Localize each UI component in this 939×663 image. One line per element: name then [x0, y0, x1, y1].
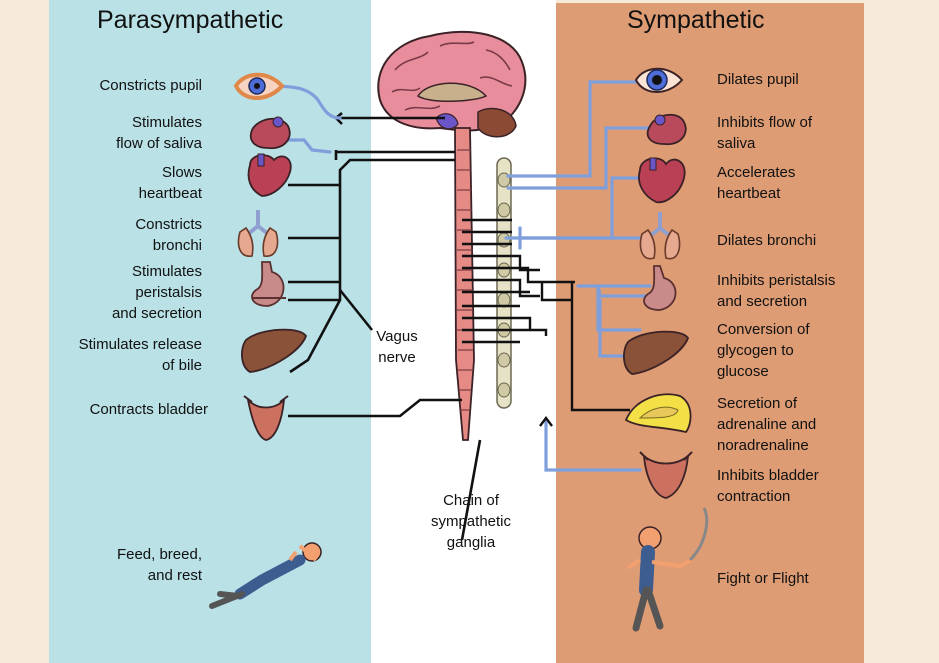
- salivary-gland-icon: [646, 113, 687, 146]
- symp-state-label: Fight or Flight: [717, 570, 809, 587]
- lungs-icon: [639, 212, 681, 260]
- sympathetic-chain-icon: [496, 157, 512, 409]
- eye-icon: [233, 72, 285, 100]
- heart-icon: [638, 157, 686, 204]
- sympathetic-preganglionic-nerves: [462, 218, 630, 412]
- liver-icon: [623, 330, 689, 375]
- fighting-person-icon: [626, 507, 709, 632]
- sympathetic-ganglia-label: Chain of sympathetic ganglia: [430, 492, 512, 551]
- adrenal-gland-icon: [624, 393, 692, 434]
- relaxed-person-icon: [209, 542, 322, 609]
- spinal-cord-icon: [454, 127, 475, 441]
- para-label-pupil: Constricts pupil: [99, 77, 202, 94]
- bladder-icon: [243, 395, 289, 441]
- sympathetic-title: Sympathetic: [627, 6, 765, 34]
- para-label-peristalsis: Stimulates peristalsis and secretion: [111, 263, 202, 322]
- para-label-saliva: Stimulates flow of saliva: [116, 114, 202, 152]
- para-label-heart: Slows heartbeat: [138, 164, 202, 202]
- lungs-icon: [237, 210, 279, 257]
- eye-icon: [634, 67, 684, 93]
- para-label-bile: Stimulates release of bile: [78, 336, 202, 374]
- sympathetic-panel: [556, 3, 864, 663]
- para-state-label: Feed, breed, and rest: [116, 546, 202, 584]
- parasympathetic-nerves: [288, 112, 482, 541]
- symp-label-peristalsis: Inhibits peristalsis and secretion: [717, 272, 836, 310]
- symp-label-glycogen: Conversion of glycogen to glucose: [717, 321, 810, 380]
- bladder-nerve-arrow: [539, 416, 553, 427]
- liver-icon: [241, 328, 307, 373]
- parasympathetic-title: Parasympathetic: [97, 6, 284, 34]
- symp-label-heart: Accelerates heartbeat: [717, 164, 796, 202]
- stomach-icon: [251, 261, 286, 307]
- brain-icon: [377, 30, 527, 138]
- stomach-icon: [643, 265, 677, 311]
- bladder-icon: [639, 451, 693, 499]
- heart-icon: [247, 153, 292, 197]
- symp-label-bronchi: Dilates bronchi: [717, 232, 817, 249]
- vagus-nerve-label: Vagus nerve: [376, 328, 418, 366]
- salivary-gland-icon: [249, 116, 291, 150]
- symp-label-bladder: Inhibits bladder contraction: [717, 467, 819, 505]
- para-label-bladder: Contracts bladder: [89, 401, 208, 418]
- symp-label-adrenaline: Secretion of adrenaline and noradrenalin…: [717, 395, 817, 454]
- symp-label-saliva: Inhibits flow of saliva: [717, 114, 813, 152]
- symp-label-pupil: Dilates pupil: [717, 71, 799, 88]
- para-label-bronchi: Constricts bronchi: [135, 216, 202, 254]
